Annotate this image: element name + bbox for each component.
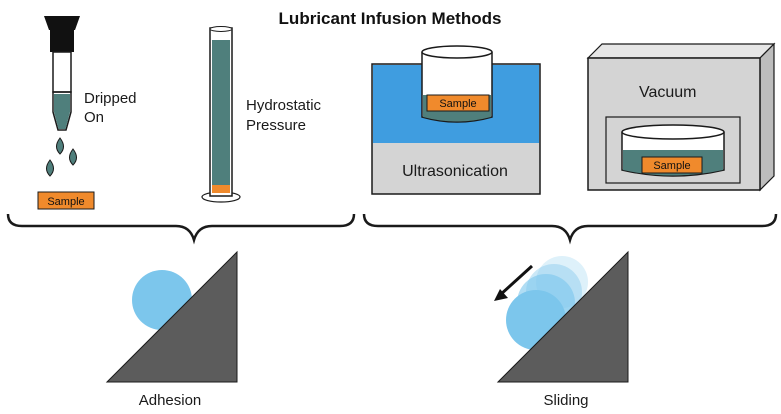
sample-label: Sample bbox=[47, 196, 84, 208]
sample-block: Sample bbox=[37, 191, 95, 210]
hydrostatic-label-line1: Hydrostatic bbox=[246, 97, 322, 114]
vacuum-method: Sample Vacuum bbox=[586, 42, 776, 192]
incline-surface bbox=[496, 250, 629, 383]
incline-surface bbox=[105, 250, 238, 383]
dropper-icon bbox=[44, 16, 80, 131]
vacuum-sample-label: Sample bbox=[653, 160, 690, 172]
sliding-label: Sliding bbox=[543, 392, 588, 409]
ultrasonication-label: Ultrasonication bbox=[402, 163, 508, 180]
ultrasonication-method: Sample Ultrasonication bbox=[371, 45, 541, 195]
vacuum-label: Vacuum bbox=[639, 84, 697, 101]
left-brace bbox=[6, 213, 356, 245]
adhesion-label: Adhesion bbox=[139, 392, 202, 409]
liquid-drops bbox=[46, 137, 77, 177]
hydrostatic-method: Hydrostatic Pressure bbox=[201, 26, 322, 203]
diagram-title: Lubricant Infusion Methods bbox=[279, 9, 502, 28]
dish-icon: Sample bbox=[621, 124, 725, 177]
hydrostatic-label-line2: Pressure bbox=[246, 117, 306, 134]
dripped-label-line2: On bbox=[84, 109, 104, 126]
dripped-label-line1: Dripped bbox=[84, 90, 137, 107]
sliding-outcome: Sliding bbox=[494, 250, 629, 409]
right-brace bbox=[362, 213, 778, 245]
column-icon bbox=[201, 26, 241, 203]
adhesion-outcome: Adhesion bbox=[105, 250, 238, 409]
ultrasonic-sample-label: Sample bbox=[439, 98, 476, 110]
dripped-on-method: Sample Dripped On bbox=[37, 16, 137, 210]
beaker-icon: Sample bbox=[421, 45, 493, 123]
arrow-down-left-icon bbox=[494, 264, 534, 301]
